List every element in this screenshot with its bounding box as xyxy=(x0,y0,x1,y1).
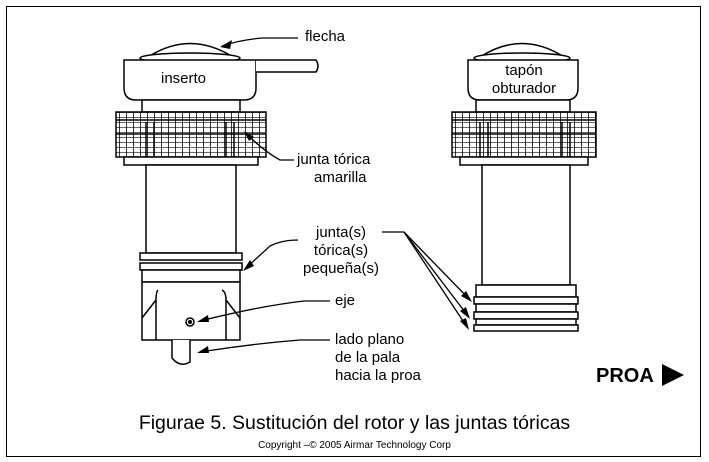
insert-cable xyxy=(256,59,319,73)
label-inserto: inserto xyxy=(161,70,207,87)
rotor-housing xyxy=(141,281,241,341)
label-lado-line3: hacia la proa xyxy=(335,367,421,384)
insert-stem xyxy=(145,164,237,254)
label-lado-plano: lado plano de la pala hacia la proa xyxy=(335,331,421,385)
label-proa: PROA xyxy=(596,365,654,387)
figure-frame xyxy=(6,6,701,457)
insert-neck xyxy=(141,99,241,113)
label-juntas-line2: tórica(s) xyxy=(313,242,369,259)
plug-assembly xyxy=(451,42,597,332)
figure-caption: Figurae 5. Sustitución del rotor y las j… xyxy=(138,412,571,434)
label-junta-amarilla-line2: amarilla xyxy=(314,169,367,186)
label-juntas-line1: junta(s) xyxy=(315,224,367,241)
label-eje: eje xyxy=(335,292,356,309)
label-tapon-line1: tapón xyxy=(505,62,543,79)
label-junta-amarilla: junta tórica amarilla xyxy=(297,151,370,187)
label-tapon: tapón obturador xyxy=(482,62,566,98)
arrow-right-icon xyxy=(662,364,684,386)
label-lado-line1: lado plano xyxy=(335,331,405,348)
label-junta-amarilla-line1: junta tórica xyxy=(297,151,371,168)
plug-stem xyxy=(481,164,571,286)
insert-cap xyxy=(123,59,257,101)
label-juntas: junta(s) tórica(s) pequeña(s) xyxy=(300,224,382,278)
insert-assembly xyxy=(115,42,319,365)
label-tapon-line2: obturador xyxy=(491,80,557,97)
label-juntas-line3: pequeña(s) xyxy=(303,260,379,277)
label-flecha: flecha xyxy=(305,28,346,45)
label-lado-line2: de la pala xyxy=(335,349,401,366)
copyright-notice: Copyright –© 2005 Airmar Technology Corp xyxy=(258,440,451,451)
leader-lines xyxy=(197,37,472,353)
paddle xyxy=(171,340,191,365)
